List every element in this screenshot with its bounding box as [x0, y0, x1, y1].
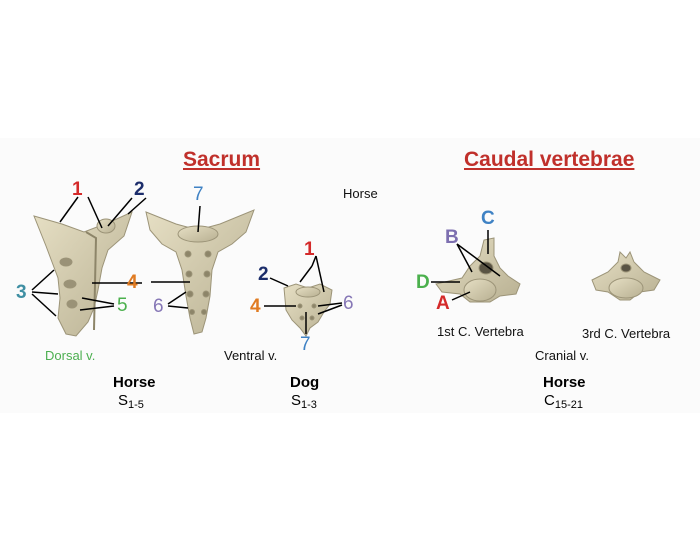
label-4-horse: 4 — [127, 272, 138, 293]
label-6-dog: 6 — [343, 293, 354, 314]
sacrum-title: Sacrum — [183, 148, 261, 171]
figure-panel — [0, 138, 700, 413]
dog-sacrum-image — [283, 283, 333, 337]
horse-caudal-formula: C15-21 — [544, 392, 583, 411]
dog-sacrum-formula: S1-3 — [291, 392, 317, 411]
label-7-horse: 7 — [193, 184, 204, 205]
first-vertebra-label: 1st C. Vertebra — [437, 324, 524, 339]
caudal-vertebrae-title: Caudal vertebrae — [464, 148, 635, 171]
label-5: 5 — [117, 295, 128, 316]
cranial-view-label: Cranial v. — [535, 348, 589, 363]
dorsal-view-label: Dorsal v. — [45, 348, 96, 363]
ventral-view-label: Ventral v. — [224, 348, 278, 363]
horse-note: Horse — [343, 186, 378, 201]
leader-lines — [31, 196, 501, 334]
horse-sacrum-formula: S1-5 — [118, 392, 144, 411]
label-1-horse-dorsal: 1 — [72, 179, 83, 200]
label-6-horse: 6 — [153, 296, 164, 317]
third-caudal-vertebra-image — [591, 250, 661, 301]
horse-sacrum-ventral-image — [145, 209, 255, 335]
label-3: 3 — [16, 282, 27, 303]
horse-caudal-species: Horse — [543, 374, 586, 391]
label-D: D — [416, 272, 430, 293]
label-7-dog: 7 — [300, 334, 311, 355]
label-A: A — [436, 293, 450, 314]
horse-sacrum-species: Horse — [113, 374, 156, 391]
label-B: B — [445, 227, 459, 248]
label-2-dog: 2 — [258, 264, 269, 285]
third-vertebra-label: 3rd C. Vertebra — [582, 326, 671, 341]
label-4-dog: 4 — [250, 296, 261, 317]
label-2-horse-dorsal: 2 — [134, 179, 145, 200]
label-C: C — [481, 208, 495, 229]
dog-sacrum-species: Dog — [290, 374, 320, 391]
label-1-dog: 1 — [304, 239, 315, 260]
